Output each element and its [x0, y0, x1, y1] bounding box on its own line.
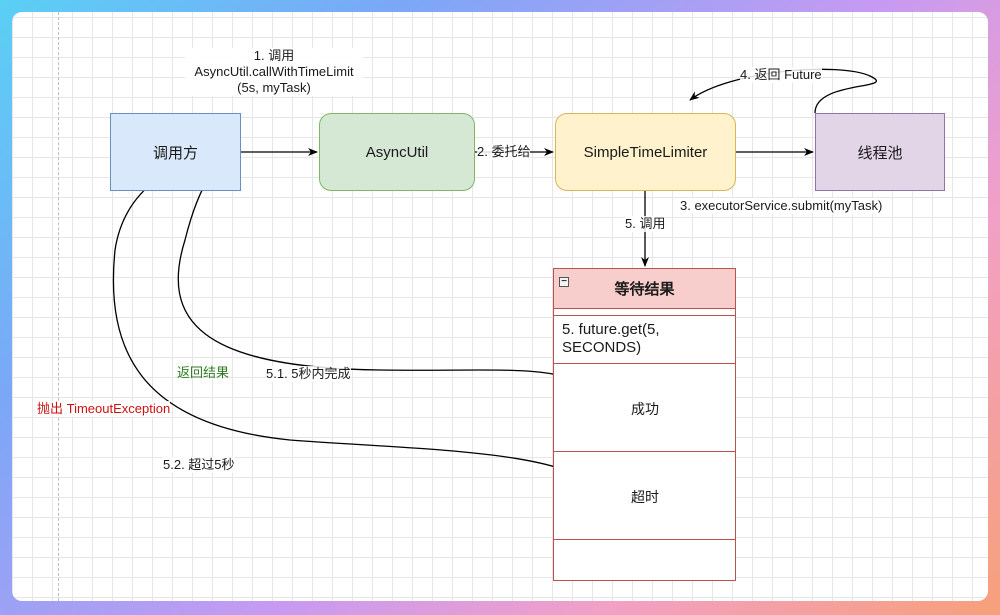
caller-node[interactable]: 调用方 [110, 113, 241, 191]
step1-label: 1. 调用 AsyncUtil.callWithTimeLimit (5s, m… [185, 48, 363, 96]
future-get-line1: 5. future.get(5, [562, 321, 660, 338]
wait-result-container[interactable]: 等待结果 − 5. future.get(5, SECONDS) [553, 268, 736, 581]
limiter-label: SimpleTimeLimiter [583, 143, 708, 161]
step5-label: 5. 调用 [625, 216, 666, 232]
step1-line1: 1. 调用 [253, 48, 295, 63]
simple-time-limiter-node[interactable]: SimpleTimeLimiter [555, 113, 736, 191]
thread-pool-node[interactable]: 线程池 [815, 113, 945, 191]
throw-timeout-label: 抛出 TimeoutException [37, 401, 171, 417]
step4-label: 4. 返回 Future [740, 67, 822, 83]
collapse-icon[interactable]: − [559, 277, 569, 287]
page-guide-line [58, 12, 59, 601]
step1-line2: AsyncUtil.callWithTimeLimit [194, 64, 354, 79]
step5-2-label: 5.2. 超过5秒 [163, 457, 235, 473]
step2-label: 2. 委托给 [477, 144, 531, 160]
return-result-label: 返回结果 [177, 365, 230, 380]
asyncutil-label: AsyncUtil [365, 143, 429, 161]
future-get-line2: SECONDS) [562, 339, 642, 356]
wait-result-title: 等待结果 [614, 281, 675, 298]
row-divider-1 [554, 363, 735, 364]
step1-line3: (5s, myTask) [237, 80, 311, 95]
row-divider-2 [554, 451, 735, 452]
edge-success-return [177, 149, 601, 408]
pool-label: 线程池 [857, 144, 903, 162]
step5-1-label: 5.1. 5秒内完成 [266, 366, 351, 382]
step3-label: 3. executorService.submit(myTask) [680, 198, 883, 214]
success-label: 成功 [631, 401, 659, 417]
diagram-canvas [12, 12, 988, 601]
row-divider-3 [554, 539, 735, 540]
timeout-label: 超时 [631, 489, 659, 505]
caller-label: 调用方 [152, 144, 198, 162]
edge-timeout-throw [112, 148, 601, 496]
future-get-text: 5. future.get(5, SECONDS) [562, 321, 732, 357]
asyncutil-node[interactable]: AsyncUtil [319, 113, 475, 191]
header-divider [554, 315, 735, 316]
wait-result-header: 等待结果 [554, 269, 735, 309]
